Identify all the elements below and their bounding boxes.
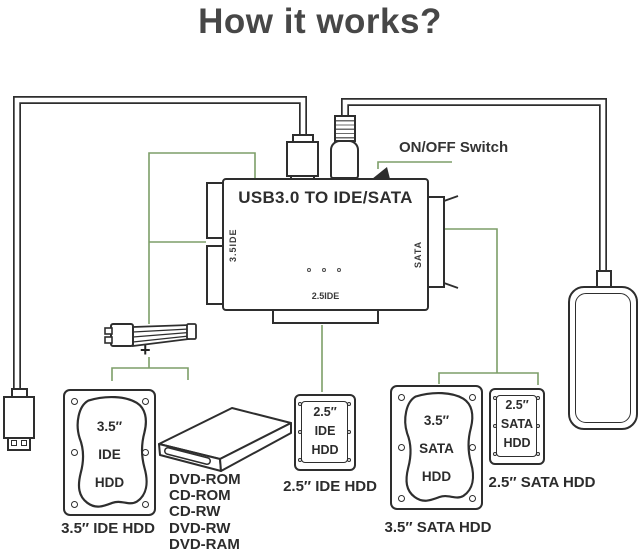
page-title: How it works? xyxy=(198,2,442,41)
usb-a-connector-icon xyxy=(3,396,35,439)
led-indicator xyxy=(307,268,311,272)
hdd-type-label: HDD xyxy=(421,469,452,484)
screw-hole xyxy=(71,501,78,508)
screw-hole xyxy=(398,495,405,502)
drive-type: CD-ROM xyxy=(169,487,231,505)
screw-hole xyxy=(142,501,149,508)
hdd-2-5-sata: 2.5″ SATA HDD xyxy=(489,388,545,465)
screw-hole xyxy=(71,398,78,405)
sata-line xyxy=(444,228,498,373)
hdd-2-5-sata-caption: 2.5″ SATA HDD xyxy=(488,474,596,491)
screw-hole xyxy=(298,458,302,462)
hdd-size-label: 2.5″ xyxy=(313,405,337,419)
hdd-3-5-ide-caption: 3.5″ IDE HDD xyxy=(61,520,155,537)
sata-bracket xyxy=(438,372,539,385)
drive-type: DVD-ROM xyxy=(169,471,241,488)
led-indicator xyxy=(337,268,341,272)
switch-pointer-line xyxy=(377,161,452,169)
dc-plug-barrel xyxy=(334,115,356,142)
screw-hole xyxy=(298,402,302,406)
hdd-size-label: 3.5″ xyxy=(423,413,450,428)
power-adapter-inner xyxy=(575,293,631,423)
adapter-bottom-port-label: 2.5IDE xyxy=(311,291,340,301)
hdd-bus-label: SATA xyxy=(500,417,534,431)
hdd-type-label: HDD xyxy=(503,436,531,450)
ide-2-5-port xyxy=(272,309,379,324)
screw-hole xyxy=(71,449,78,456)
hdd-type-label: HDD xyxy=(94,475,125,490)
hdd-platter-outline xyxy=(403,391,474,502)
ide-power-line xyxy=(148,152,256,324)
plus-sign: + xyxy=(140,340,151,360)
hdd-size-label: 3.5″ xyxy=(96,419,123,434)
screw-hole xyxy=(469,444,476,451)
hdd-type-label: HDD xyxy=(311,443,339,457)
led-indicator xyxy=(322,268,326,272)
drive-type: DVD-RAM xyxy=(169,535,240,553)
screw-hole xyxy=(536,452,540,456)
screw-hole xyxy=(493,396,497,400)
screw-hole xyxy=(347,458,351,462)
on-off-switch-label: ON/OFF Switch xyxy=(399,139,509,156)
screw-hole xyxy=(398,394,405,401)
hdd-bus-label: IDE xyxy=(98,447,121,462)
drive-type: CD-RW xyxy=(169,503,221,521)
dc-power-plug-icon xyxy=(330,140,359,179)
hdd-platter-outline xyxy=(76,395,148,508)
screw-hole xyxy=(493,452,497,456)
screw-hole xyxy=(142,449,149,456)
power-adapter-icon xyxy=(568,286,638,430)
usb-a-pin-hole xyxy=(11,440,17,446)
usb-cable xyxy=(13,96,307,394)
drive-type: DVD-RW xyxy=(169,519,231,537)
optical-drive-types: DVD-ROM CD-ROM CD-RW DVD-RW DVD-RAM xyxy=(169,471,241,553)
hdd-3-5-ide: 3.5″ IDE HDD xyxy=(63,389,156,516)
sata-port-flanges xyxy=(443,195,459,289)
connection-lines xyxy=(111,152,539,392)
screw-hole xyxy=(536,424,540,428)
screw-hole xyxy=(493,424,497,428)
screw-hole xyxy=(142,398,149,405)
molex-connector-icon xyxy=(104,323,197,348)
adapter-label: USB3.0 TO IDE/SATA xyxy=(238,188,413,207)
usb-plug-icon xyxy=(286,141,319,177)
hdd-3-5-sata: 3.5″ SATA HDD xyxy=(390,385,483,510)
optical-drive-icon xyxy=(158,407,292,472)
hdd-bus-label: SATA xyxy=(419,441,454,456)
screw-hole xyxy=(469,495,476,502)
screw-hole xyxy=(347,430,351,434)
hdd-2-5-ide-caption: 2.5″ IDE HDD xyxy=(283,478,377,495)
screw-hole xyxy=(536,396,540,400)
hdd-2-5-ide: 2.5″ IDE HDD xyxy=(294,394,356,471)
power-cable xyxy=(341,98,607,276)
screw-hole xyxy=(298,430,302,434)
screw-hole xyxy=(469,394,476,401)
screw-hole xyxy=(347,402,351,406)
usb-a-pin-hole xyxy=(21,440,27,446)
hdd-bus-label: IDE xyxy=(314,424,336,438)
adapter-right-port-label: SATA xyxy=(413,240,423,268)
screw-hole xyxy=(398,444,405,451)
adapter-left-port-label: 3.5IDE xyxy=(228,228,238,262)
power-bracket xyxy=(111,367,189,381)
hdd-3-5-sata-caption: 3.5″ SATA HDD xyxy=(384,519,492,536)
hdd-size-label: 2.5″ xyxy=(505,398,529,412)
adapter-body xyxy=(222,178,429,311)
